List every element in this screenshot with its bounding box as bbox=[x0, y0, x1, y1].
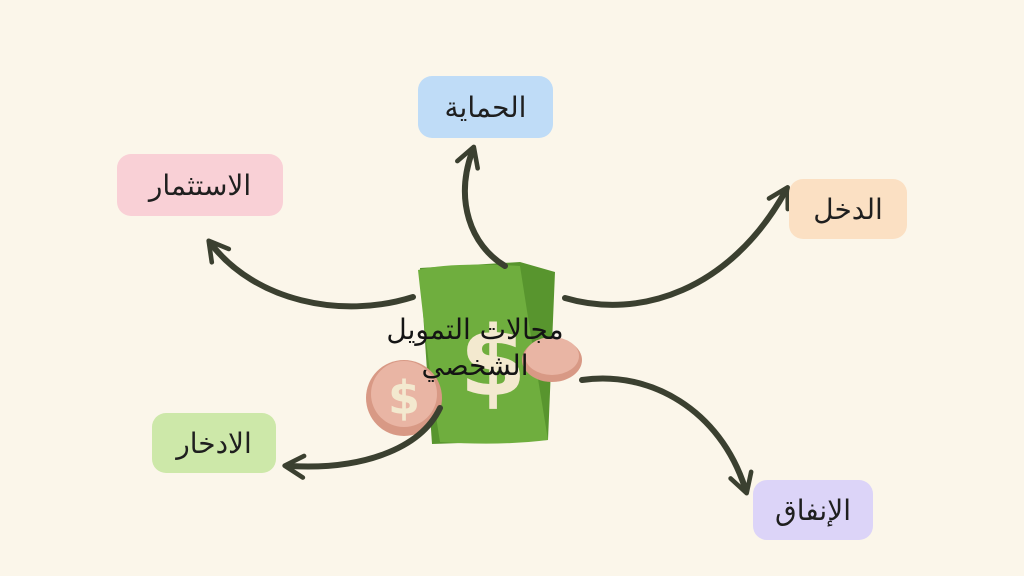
node-spending-label: الإنفاق bbox=[775, 493, 851, 527]
arrow-to-income bbox=[562, 184, 791, 308]
arrow-to-investment bbox=[206, 238, 416, 310]
svg-text:$: $ bbox=[460, 306, 527, 418]
node-investment-label: الاستثمار bbox=[148, 168, 252, 202]
node-protection: الحماية bbox=[418, 76, 553, 138]
center-title-line1: مجالات التمويل bbox=[386, 313, 564, 346]
center-title-line2: الشخصي bbox=[421, 349, 529, 382]
arrow-to-spending bbox=[579, 375, 754, 496]
node-saving: الادخار bbox=[152, 413, 276, 473]
arrow-to-saving bbox=[282, 405, 443, 480]
node-protection-label: الحماية bbox=[444, 90, 527, 124]
node-income: الدخل bbox=[789, 179, 907, 239]
node-income-label: الدخل bbox=[813, 192, 883, 226]
node-investment: الاستثمار bbox=[117, 154, 283, 216]
svg-text:$: $ bbox=[388, 371, 420, 425]
node-saving-label: الادخار bbox=[176, 426, 252, 460]
node-spending: الإنفاق bbox=[753, 480, 873, 540]
center-title: مجالات التمويل الشخصي bbox=[330, 312, 620, 384]
arrow-to-protection bbox=[455, 144, 508, 269]
